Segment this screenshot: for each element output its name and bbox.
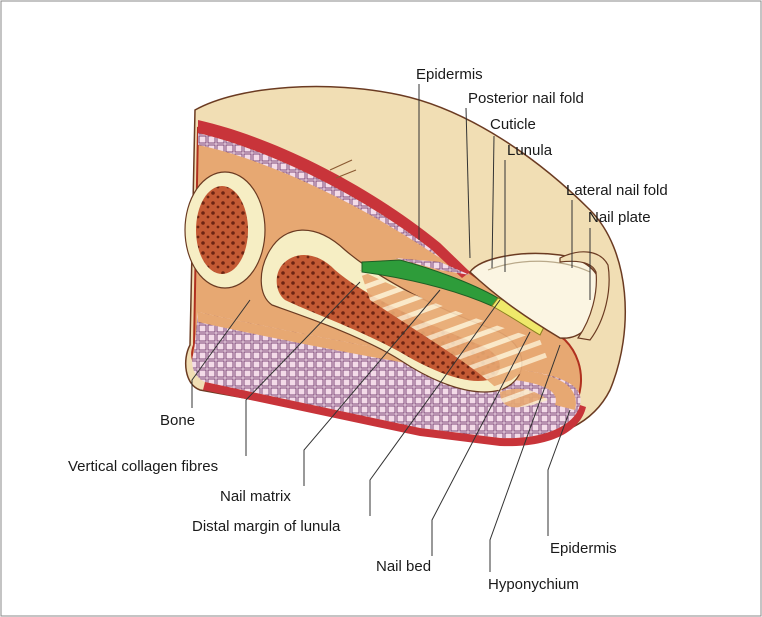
label-posterior-nail-fold: Posterior nail fold bbox=[468, 90, 584, 108]
label-distal-margin-of-lunula: Distal margin of lunula bbox=[192, 518, 340, 536]
label-nail-matrix: Nail matrix bbox=[220, 488, 291, 506]
label-nail-bed: Nail bed bbox=[376, 558, 431, 576]
label-hyponychium: Hyponychium bbox=[488, 576, 579, 594]
label-bone: Bone bbox=[160, 412, 195, 430]
label-lateral-nail-fold: Lateral nail fold bbox=[566, 182, 668, 200]
label-cuticle: Cuticle bbox=[490, 116, 536, 134]
label-nail-plate: Nail plate bbox=[588, 209, 651, 227]
label-epidermis-bottom: Epidermis bbox=[550, 540, 617, 558]
label-vertical-collagen-fibres: Vertical collagen fibres bbox=[68, 458, 218, 476]
label-epidermis-top: Epidermis bbox=[416, 66, 483, 84]
label-lunula: Lunula bbox=[507, 142, 552, 160]
proximal-bone-marrow bbox=[196, 186, 248, 274]
